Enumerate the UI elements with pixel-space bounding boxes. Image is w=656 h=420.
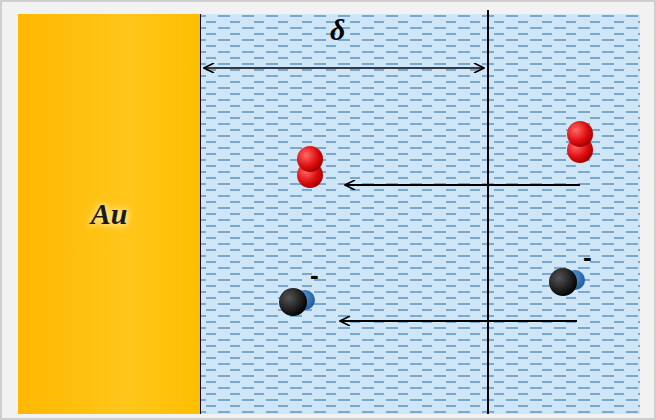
thickness-symbol: δ	[330, 13, 345, 47]
gold-electrode: Au	[18, 14, 200, 414]
charge-sign: -	[310, 260, 319, 291]
charge-sign: -	[583, 242, 592, 273]
electrode-label: Au	[91, 197, 128, 231]
